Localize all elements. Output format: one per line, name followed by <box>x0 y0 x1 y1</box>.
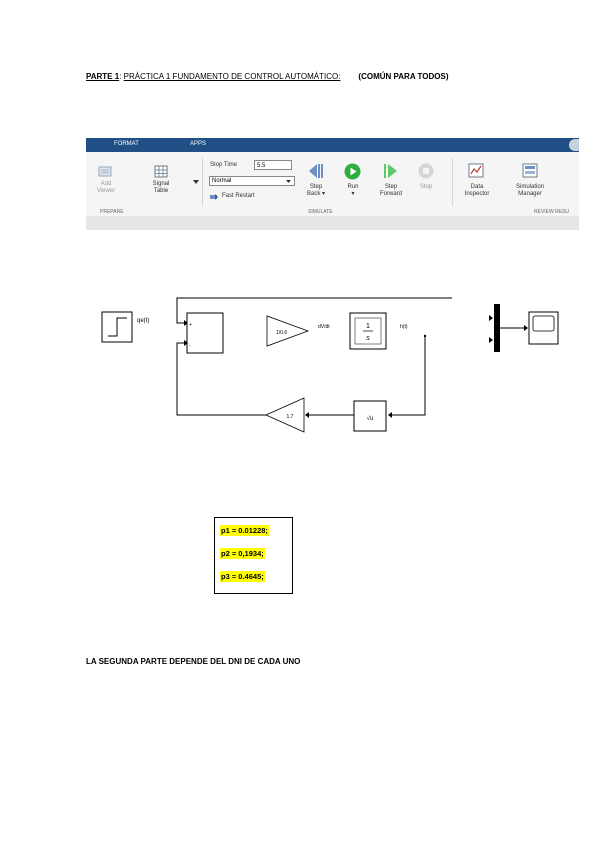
toolstrip-canvas-edge <box>86 216 579 230</box>
data-inspector-icon <box>468 163 484 178</box>
fast-restart-toggle[interactable]: Fast Restart <box>222 193 255 199</box>
signal-ht-label: h(t) <box>400 324 408 330</box>
prepare-dropdown-icon[interactable] <box>193 180 199 184</box>
heading-title: PRÁCTICA 1 FUNDAMENTO DE CONTROL AUTOMÁT… <box>123 72 341 81</box>
simulation-manager-button[interactable]: Simulation Manager <box>515 184 544 197</box>
sum-block: + - <box>186 312 224 354</box>
param-p2: p2 = 0,1934; <box>220 548 265 559</box>
feedback-gain-block: 1.7 <box>265 397 305 433</box>
step-back-button[interactable]: Step Back ▾ <box>306 184 326 197</box>
signal-dvdt-label: dV/dt <box>318 324 330 330</box>
param-p3: p3 = 0.4645; <box>220 571 265 582</box>
section-prepare: PREPARE <box>100 209 124 215</box>
page-heading: PARTE 1: PRÁCTICA 1 FUNDAMENTO DE CONTRO… <box>86 72 449 81</box>
run-button[interactable]: Run ▾ <box>347 184 359 197</box>
svg-text:-: - <box>189 343 191 349</box>
signal-qe-label: qe(t) <box>137 318 149 324</box>
stop-icon <box>418 163 434 179</box>
integrator-denominator: s <box>366 335 370 342</box>
scope-block <box>528 311 559 345</box>
forward-gain-label: 1/0.6 <box>276 330 287 336</box>
second-part-note: LA SEGUNDA PARTE DEPENDE DEL DNI DE CADA… <box>86 657 301 666</box>
simulink-toolstrip: FORMAT APPS Add Viewer Signal Table Stop… <box>86 138 579 230</box>
section-simulate: SIMULATE <box>308 209 333 215</box>
toolstrip-tabbar: FORMAT APPS <box>86 138 579 152</box>
help-search-shape[interactable] <box>569 139 579 151</box>
run-icon <box>344 163 361 180</box>
heading-note: (COMÚN PARA TODOS) <box>358 72 449 81</box>
mux-block <box>489 304 500 352</box>
signal-table-icon <box>154 165 168 178</box>
top-wire <box>176 297 452 324</box>
stop-time-input[interactable]: 5.5 <box>254 160 292 170</box>
add-viewer-icon <box>98 166 112 177</box>
feedback-branch-wire <box>392 335 426 416</box>
toolstrip-section-bar <box>86 208 579 216</box>
simulation-mode-value: Normal <box>212 178 232 184</box>
section-review: REVIEW RESU <box>534 209 570 215</box>
data-inspector-button[interactable]: Data Inspector <box>464 184 490 197</box>
toolstrip-body <box>86 152 579 209</box>
step-forward-icon <box>384 164 397 178</box>
add-viewer-button[interactable]: Add Viewer <box>96 181 116 194</box>
step-block <box>101 311 133 343</box>
fast-restart-icon <box>210 194 218 200</box>
step-forward-button[interactable]: Step Forward <box>379 184 402 197</box>
stop-button[interactable]: Stop <box>419 184 433 190</box>
tab-format[interactable]: FORMAT <box>114 141 139 147</box>
param-p1: p1 = 0.01228; <box>220 525 269 536</box>
simulation-mode-select[interactable]: Normal <box>209 176 295 186</box>
simulation-manager-icon <box>522 163 538 178</box>
feedback-gain-label: 1.7 <box>287 414 294 420</box>
heading-colon: : <box>119 72 124 81</box>
tab-apps[interactable]: APPS <box>190 141 207 147</box>
integrator-numerator: 1 <box>366 323 370 330</box>
step-back-icon <box>309 164 323 178</box>
integrator-block: 1 s <box>349 312 387 350</box>
svg-text:+: + <box>189 322 192 328</box>
heading-label: PARTE 1 <box>86 72 120 81</box>
bottom-feedback-wire <box>176 342 266 416</box>
forward-gain-block: 1/0.6 <box>266 315 310 347</box>
chevron-down-icon <box>286 180 291 183</box>
signal-table-button[interactable]: Signal Table <box>152 181 170 194</box>
sqrt-block: √u <box>353 400 387 432</box>
stop-time-label: Stop Time <box>210 162 238 168</box>
parameters-box: p1 = 0.01228; p2 = 0,1934; p3 = 0.4645; <box>214 517 293 594</box>
sqrt-label: √u <box>367 415 374 422</box>
